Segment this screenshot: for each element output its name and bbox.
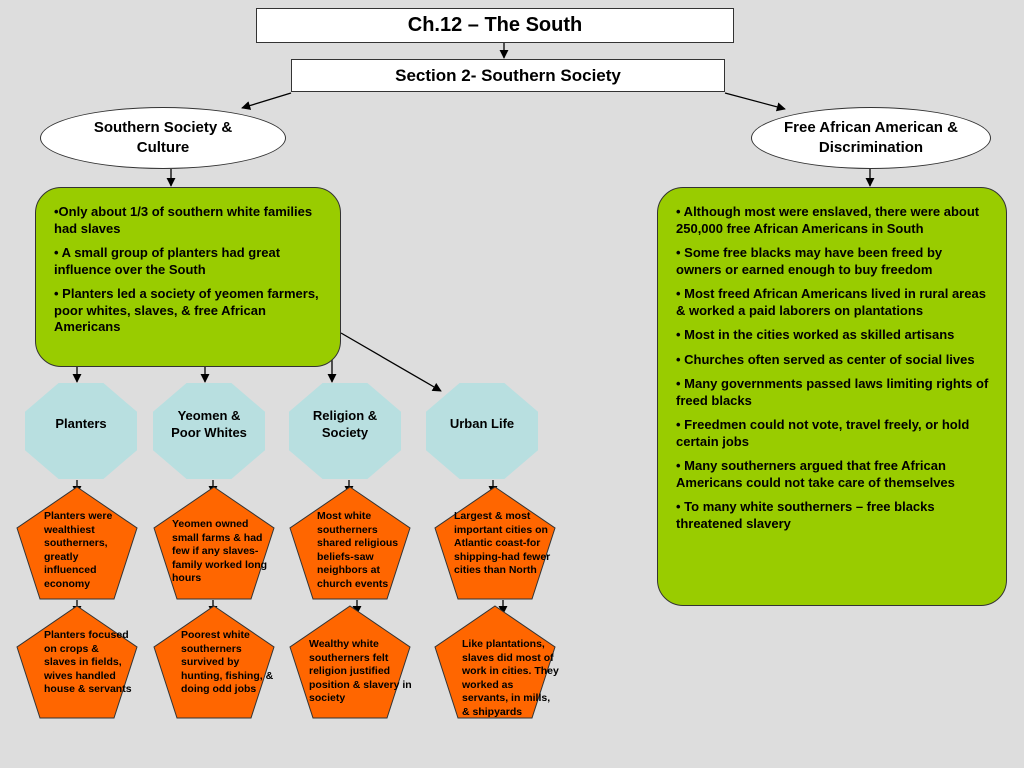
urban-fact1-text: Largest & most important cities on Atlan… bbox=[454, 510, 551, 577]
religion-octagon: Religion & Society bbox=[289, 383, 401, 479]
yeomen-octagon: Yeomen & Poor Whites bbox=[153, 383, 265, 479]
note-bullet: •Only about 1/3 of southern white famili… bbox=[54, 204, 313, 236]
urban-fact1-pentagon bbox=[434, 486, 556, 600]
yeomen-fact1-text: Yeomen owned small farms & had few if an… bbox=[172, 518, 268, 585]
yeomen-fact2-pentagon bbox=[153, 605, 275, 719]
religion-fact2-pentagon bbox=[289, 605, 411, 719]
yeomen-label: Yeomen & Poor Whites bbox=[171, 408, 247, 440]
urban-fact2-text: Like plantations, slaves did most of wor… bbox=[462, 638, 559, 718]
free-african-american-oval: Free African American & Discrimination bbox=[751, 107, 991, 169]
note-bullet: • Although most were enslaved, there wer… bbox=[676, 204, 980, 236]
southern-society-oval: Southern Society & Culture bbox=[40, 107, 286, 169]
note-bullet: • Some free blacks may have been freed b… bbox=[676, 245, 943, 277]
yeomen-fact1-pentagon bbox=[153, 486, 275, 600]
arrow-box-urban bbox=[340, 332, 442, 392]
religion-fact1-text: Most white southerners shared religious … bbox=[317, 510, 399, 590]
note-bullet: • Churches often served as center of soc… bbox=[676, 351, 975, 367]
planters-octagon: Planters bbox=[25, 383, 137, 479]
note-bullet: • A small group of planters had great in… bbox=[54, 245, 281, 277]
planters-label: Planters bbox=[55, 416, 107, 431]
southern-society-notes: •Only about 1/3 of southern white famili… bbox=[35, 187, 341, 367]
religion-fact1-pentagon bbox=[289, 486, 411, 600]
note-bullet: • To many white southerners – free black… bbox=[676, 499, 935, 531]
yeomen-fact2-text: Poorest white southerners survived by hu… bbox=[181, 629, 274, 696]
arrow-section-left bbox=[241, 92, 292, 110]
arrow-section-right bbox=[724, 92, 786, 112]
southern-society-heading: Southern Society & Culture bbox=[93, 119, 233, 156]
page-title: Ch.12 – The South bbox=[256, 8, 734, 43]
planters-fact2-text: Planters focused on crops & slaves in fi… bbox=[44, 629, 132, 696]
free-african-american-notes: • Although most were enslaved, there wer… bbox=[657, 187, 1007, 606]
note-bullet: • Most freed African Americans lived in … bbox=[676, 286, 986, 318]
religion-fact2-text: Wealthy white southerners felt religion … bbox=[309, 638, 412, 705]
planters-fact1-pentagon bbox=[16, 486, 138, 600]
note-bullet: • Freedmen could not vote, travel freely… bbox=[676, 417, 970, 449]
note-bullet: • Many governments passed laws limiting … bbox=[676, 376, 989, 408]
religion-label: Religion & Society bbox=[312, 408, 378, 440]
urban-fact2-pentagon bbox=[434, 605, 556, 719]
section-title: Section 2- Southern Society bbox=[291, 59, 725, 92]
urban-life-label: Urban Life bbox=[449, 416, 515, 431]
urban-life-octagon: Urban Life bbox=[426, 383, 538, 479]
note-bullet: • Most in the cities worked as skilled a… bbox=[676, 327, 955, 342]
note-bullet: • Planters led a society of yeomen farme… bbox=[54, 286, 319, 334]
note-bullet: • Many southerners argued that free Afri… bbox=[676, 458, 955, 490]
free-african-american-heading: Free African American & Discrimination bbox=[784, 119, 958, 156]
planters-fact2-pentagon bbox=[16, 605, 138, 719]
planters-fact1-text: Planters were wealthiest southerners, gr… bbox=[44, 510, 113, 590]
